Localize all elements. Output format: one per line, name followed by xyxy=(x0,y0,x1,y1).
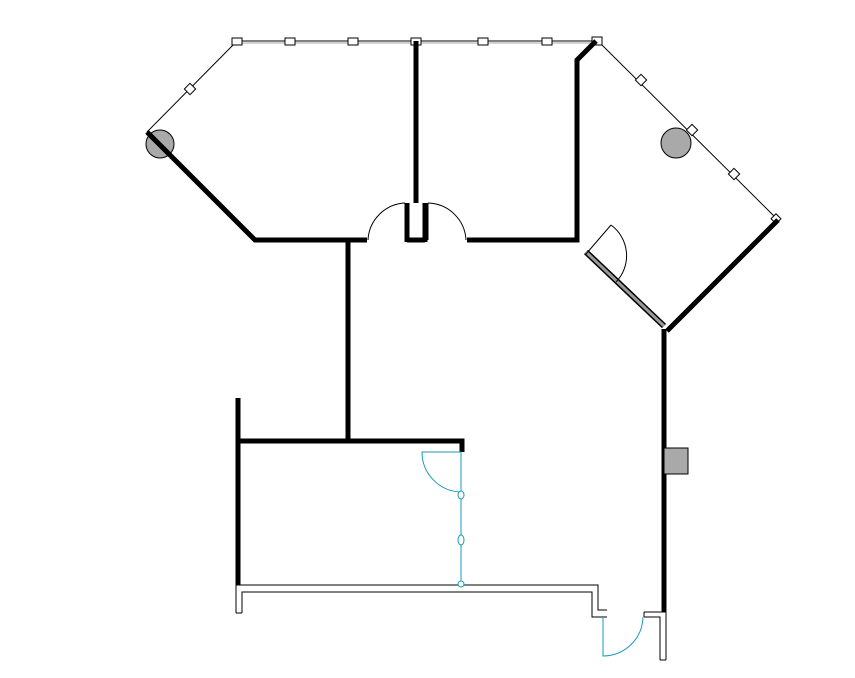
double-wall-bottom xyxy=(235,584,667,661)
door-swing-icon xyxy=(602,616,644,657)
window-mullion-icon xyxy=(541,37,553,46)
square-column-icon xyxy=(663,447,689,475)
angled-door xyxy=(583,224,667,329)
window-mullion-icon xyxy=(284,37,296,46)
window-mullion-icon xyxy=(477,37,489,46)
window-mullion-icon xyxy=(231,37,243,46)
door-swing-icon xyxy=(427,202,467,241)
window-mullions xyxy=(183,36,782,225)
window-mullion-icon xyxy=(727,167,741,181)
window-mullion-icon xyxy=(685,123,699,137)
round-column-icon xyxy=(660,127,692,159)
door-swing-icon xyxy=(421,451,465,588)
window-mullion-icon xyxy=(634,73,648,87)
window-mullion-icon xyxy=(183,82,197,96)
window-mullion-icon xyxy=(591,36,603,46)
door-swing-icon xyxy=(367,202,406,241)
walls xyxy=(145,39,780,612)
window-mullion-icon xyxy=(347,37,359,46)
